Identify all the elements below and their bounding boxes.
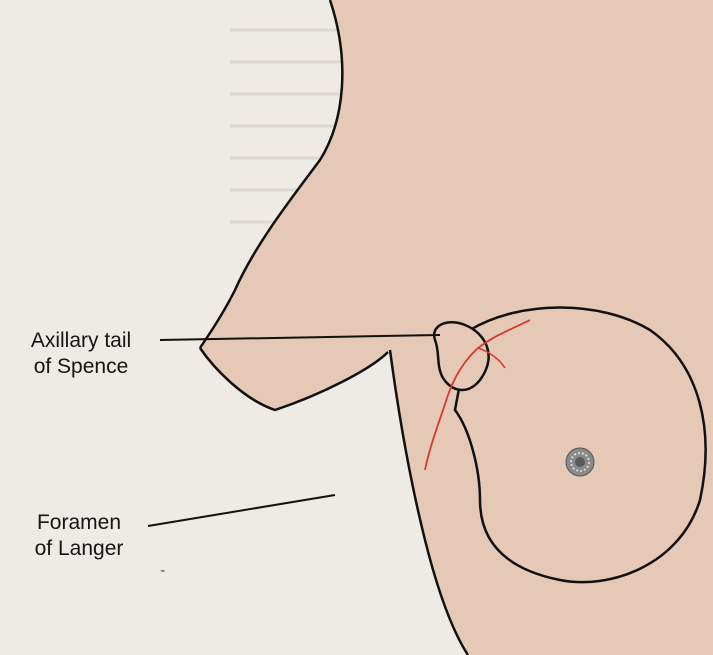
label-axillary-tail-line2: of Spence: [6, 354, 156, 380]
label-foramen-line1: Foramen: [14, 510, 144, 536]
page-mark: -: [160, 562, 165, 579]
label-foramen-line2: of Langer: [14, 536, 144, 562]
nipple: [575, 457, 585, 467]
label-axillary-tail: Axillary tail of Spence: [6, 328, 156, 380]
label-axillary-tail-line1: Axillary tail: [6, 328, 156, 354]
foramen-leader: [148, 495, 335, 526]
label-foramen: Foramen of Langer: [14, 510, 144, 562]
breast-outline: [455, 308, 706, 583]
